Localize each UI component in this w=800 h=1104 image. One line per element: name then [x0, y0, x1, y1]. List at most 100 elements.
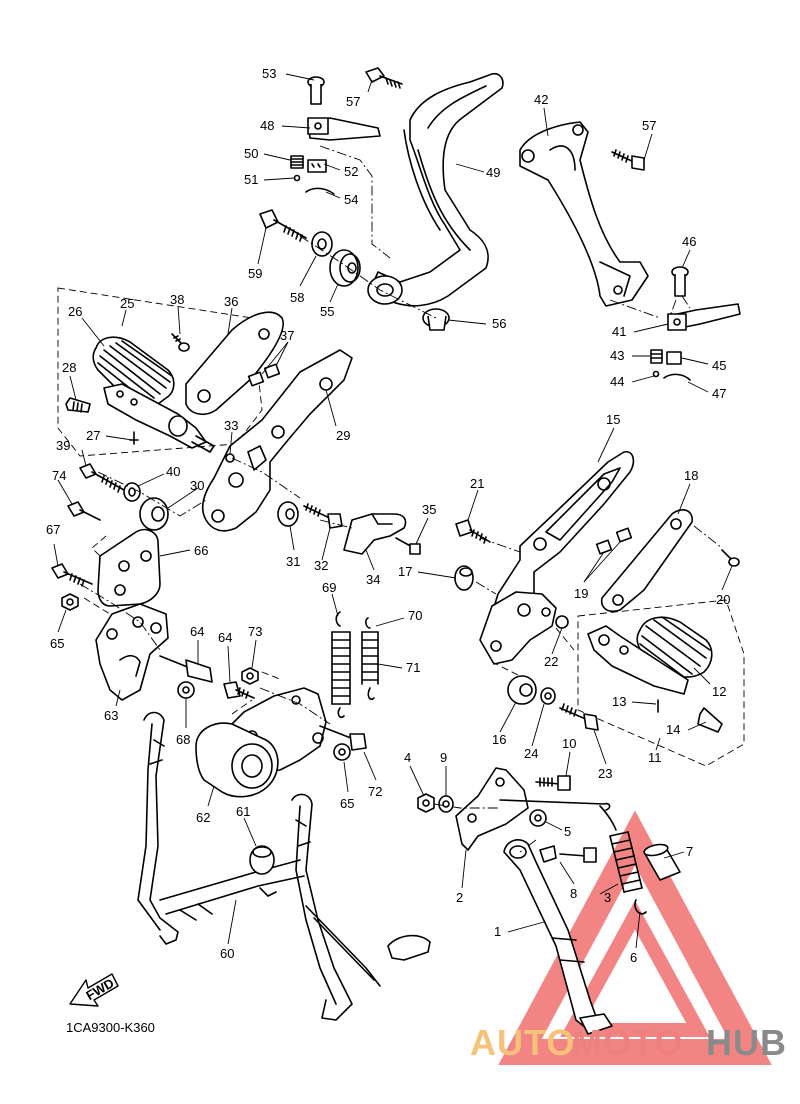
- bolt-57-right: [611, 149, 645, 171]
- collar-31-body: [277, 501, 299, 527]
- leader-12: [693, 667, 711, 685]
- callout-39: 39: [56, 438, 70, 453]
- bolt-38-head: [178, 342, 190, 352]
- leader-17: [417, 571, 457, 579]
- bolt-8-head: [583, 847, 597, 863]
- callout-48: 48: [260, 118, 274, 133]
- bracket-42-hole-a: [521, 149, 535, 163]
- leader-11: [655, 737, 661, 751]
- leader-45: [681, 357, 709, 365]
- callout-30: 30: [190, 478, 204, 493]
- callout-53: 53: [262, 66, 276, 81]
- bolt-67: [51, 563, 93, 587]
- leader-10: [565, 751, 571, 777]
- bracket-29-hole-a: [211, 509, 225, 523]
- leader-36: [227, 307, 233, 335]
- watermark-triangle-outer: [498, 810, 772, 1065]
- leader-27: [105, 435, 133, 441]
- callout-73: 73: [248, 624, 262, 639]
- collar-65m-hole: [338, 748, 346, 756]
- bolt-57-top: [365, 67, 403, 89]
- bracket-63-body: [95, 603, 169, 701]
- ball-51: [293, 174, 301, 182]
- stand-60-brackets: [179, 887, 277, 921]
- lever-48-block: [307, 117, 329, 135]
- washer-5: [529, 809, 547, 827]
- callout-5: 5: [564, 824, 571, 839]
- bolt-72-head: [349, 733, 367, 751]
- callout-50: 50: [244, 146, 258, 161]
- part-group-49: [367, 72, 504, 307]
- leader-42: [543, 107, 549, 137]
- callout-70: 70: [408, 608, 422, 623]
- callout-38: 38: [170, 292, 184, 307]
- bolt-59: [259, 209, 307, 242]
- callout-57-top: 57: [346, 94, 360, 109]
- washer-5-outer: [529, 809, 547, 827]
- footrest-26: [92, 336, 175, 407]
- callout-45: 45: [712, 358, 726, 373]
- washer-40-outer: [123, 482, 141, 502]
- bushing-49: [367, 275, 403, 305]
- side-stand-1-tab: [551, 937, 585, 963]
- callout-43: 43: [610, 348, 624, 363]
- nut-4: [417, 793, 435, 813]
- nut-4-hole: [422, 799, 430, 807]
- bracket-63-hole-c: [150, 622, 162, 634]
- callout-44: 44: [610, 374, 624, 389]
- washer-58-outer: [311, 231, 333, 257]
- bolt-8-collar: [539, 845, 557, 863]
- nut-65l-hex: [61, 593, 79, 611]
- detent-parts-top: [290, 155, 335, 195]
- callout-31: 31: [286, 554, 300, 569]
- leader-37b: [275, 341, 289, 367]
- leader-16: [499, 701, 517, 733]
- nut-65-left: [61, 593, 79, 611]
- damper-61-body: [249, 845, 275, 875]
- stand-60-slots: [149, 739, 311, 847]
- stand-60-crossbar: [159, 859, 305, 915]
- assembly-dash-62: [231, 671, 283, 715]
- callout-12: 12: [712, 684, 726, 699]
- bracket-42-hole-b: [572, 124, 584, 136]
- callout-42: 42: [534, 92, 548, 107]
- callout-56: 56: [492, 316, 506, 331]
- bolt-57-thread: [385, 77, 401, 89]
- callout-65-left: 65: [50, 636, 64, 651]
- nut-73-hole: [246, 672, 254, 680]
- callout-2: 2: [456, 890, 463, 905]
- bracket-34: [343, 513, 407, 555]
- spring-50-coils: [290, 158, 304, 166]
- bracket-42: [519, 121, 649, 307]
- plate-18-hole-a: [670, 518, 682, 530]
- bracket-62-hole-b: [312, 732, 324, 744]
- bracket-49: [371, 72, 504, 307]
- callout-6: 6: [630, 950, 637, 965]
- leader-74: [57, 479, 73, 505]
- washer-9: [438, 795, 454, 813]
- stand-60-left-leg-outer: [143, 711, 179, 945]
- callout-28: 28: [62, 360, 76, 375]
- watermark-text-moto: MOTO: [572, 1022, 683, 1063]
- plate-66: [97, 528, 161, 607]
- collar-65m-body: [333, 743, 351, 761]
- spring-3-sides: [609, 831, 643, 893]
- bracket-42-pivot: [613, 285, 623, 295]
- leader-57b: [643, 133, 653, 161]
- spring-69-hook-bottom: [337, 707, 345, 719]
- spring-69-hook-top: [335, 611, 341, 627]
- plate-18-hole-b: [612, 594, 624, 606]
- leader-19b: [583, 541, 621, 583]
- bolt-74: [67, 501, 101, 521]
- leader-24: [531, 703, 545, 747]
- lever-48: [307, 117, 381, 141]
- detent-52-marks: [311, 163, 321, 168]
- leader-70: [375, 617, 405, 627]
- bolt-64-mid: [223, 681, 255, 699]
- callout-64-a: 64: [190, 624, 204, 639]
- bolt-10-thread: [539, 777, 553, 787]
- collar-65-mid: [333, 743, 351, 761]
- pad-37-b: [263, 363, 281, 379]
- spring-71: [361, 617, 379, 701]
